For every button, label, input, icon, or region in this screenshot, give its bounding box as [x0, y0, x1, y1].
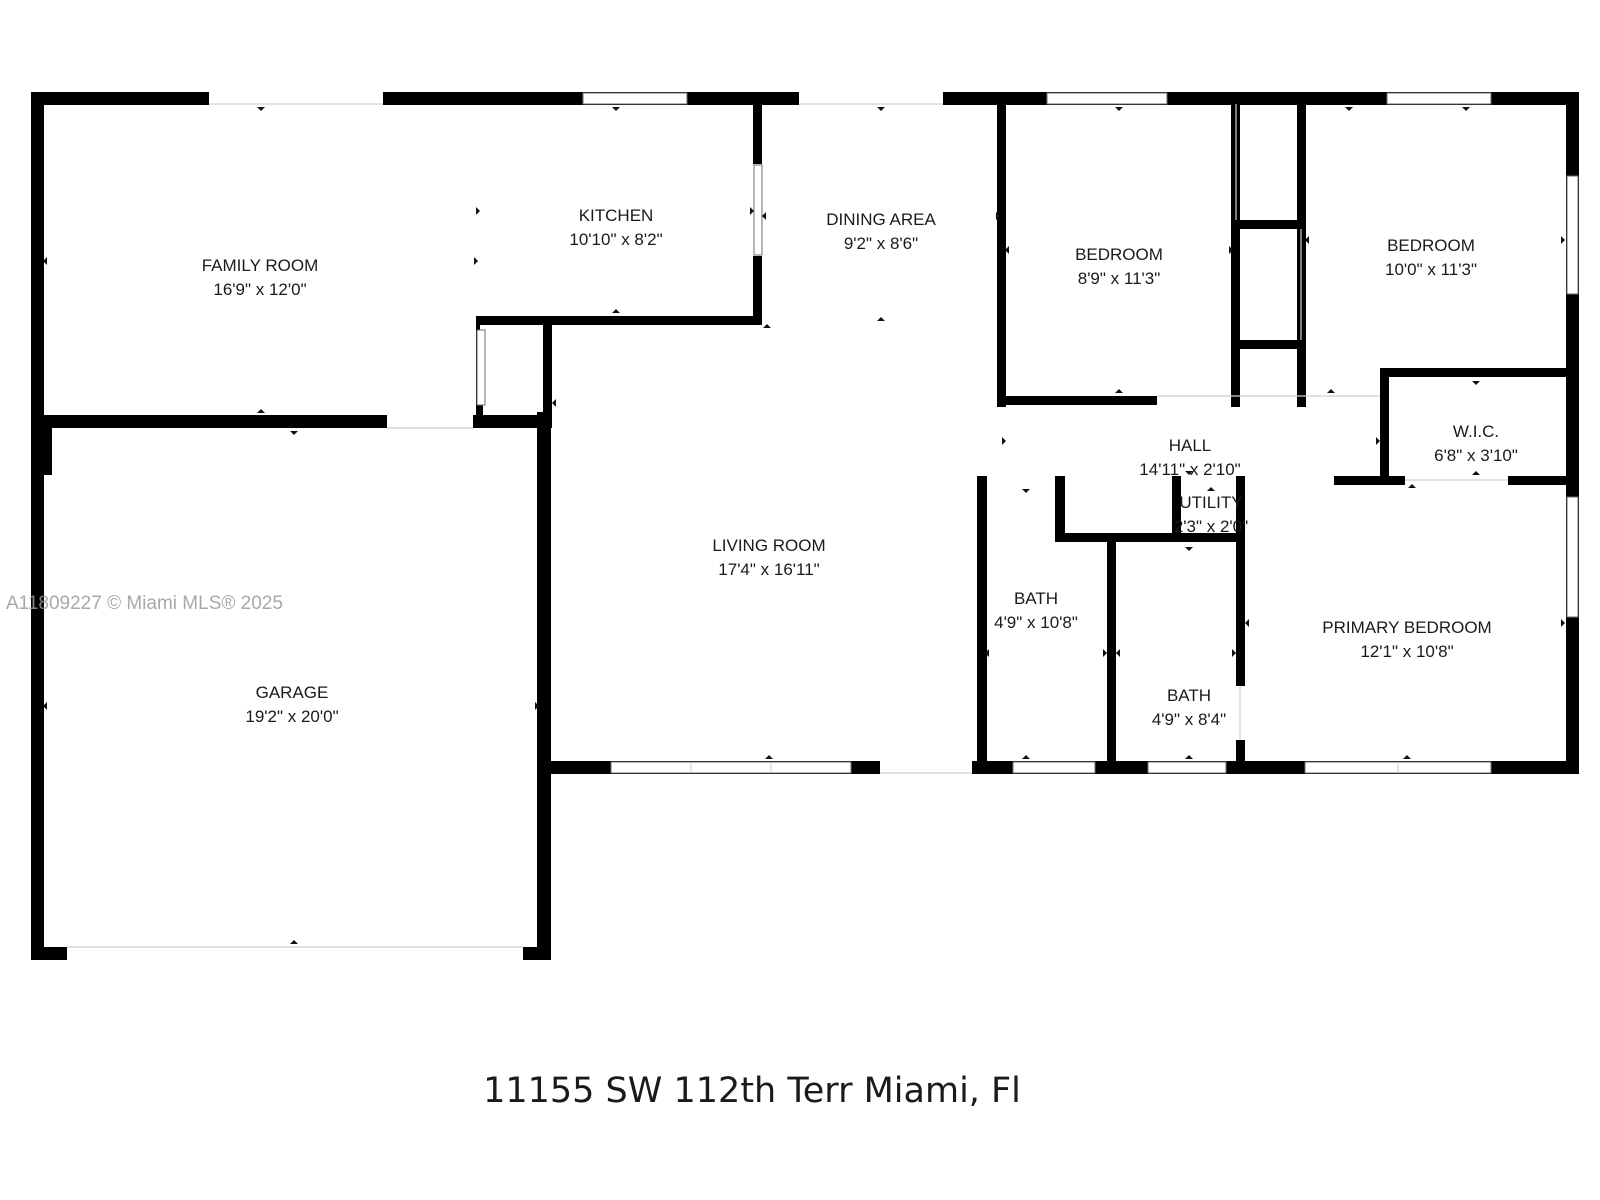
dimension-marker: [1002, 437, 1006, 445]
window: [476, 329, 486, 406]
dimension-marker: [1245, 619, 1249, 627]
room-dims-kitchen: 10'10" x 8'2": [569, 230, 662, 249]
dimension-marker: [1408, 484, 1416, 488]
watermark: A11809227 © Miami MLS® 2025: [6, 593, 283, 614]
room-dims-bath-1: 4'9" x 10'8": [994, 613, 1078, 632]
room-name-dining-area: DINING AREA: [826, 210, 936, 229]
dimension-marker: [1185, 471, 1193, 475]
room-name-wic: W.I.C.: [1453, 422, 1499, 441]
room-dims-hall: 14'11" x 2'10": [1139, 460, 1240, 479]
dimension-marker: [612, 107, 620, 111]
dimension-marker: [1185, 755, 1193, 759]
room-dims-wic: 6'8" x 3'10": [1434, 446, 1518, 465]
dimension-marker: [612, 309, 620, 313]
dimension-marker: [1022, 489, 1030, 493]
window: [1386, 92, 1492, 105]
room-dims-garage: 19'2" x 20'0": [245, 707, 338, 726]
dimension-marker: [1462, 107, 1470, 111]
dimension-marker: [985, 649, 989, 657]
room-dims-living-room: 17'4" x 16'11": [718, 560, 819, 579]
window: [1566, 496, 1579, 618]
dimension-marker: [476, 207, 480, 215]
dimension-marker: [257, 107, 265, 111]
dimension-marker: [1207, 487, 1215, 491]
window: [753, 164, 763, 256]
room-dims-dining-area: 9'2" x 8'6": [844, 234, 918, 253]
window: [582, 92, 688, 105]
room-dims-family-room: 16'9" x 12'0": [213, 280, 306, 299]
window: [1012, 761, 1096, 774]
dimension-marker: [257, 409, 265, 413]
dimension-marker: [290, 940, 298, 944]
room-name-utility: UTILITY: [1179, 493, 1242, 512]
room-name-bath-1: BATH: [1014, 589, 1058, 608]
dimension-marker: [1022, 755, 1030, 759]
dimension-marker: [1232, 649, 1236, 657]
room-name-hall: HALL: [1169, 436, 1212, 455]
property-address: 11155 SW 112th Terr Miami, Fl: [483, 1071, 1021, 1111]
room-name-kitchen: KITCHEN: [579, 206, 654, 225]
windows: [476, 92, 1579, 774]
dimension-marker: [474, 257, 478, 265]
window: [1147, 761, 1227, 774]
dimension-marker: [43, 257, 47, 265]
room-dims-bath-2: 4'9" x 8'4": [1152, 710, 1226, 729]
dimension-marker: [1305, 236, 1309, 244]
room-name-bedroom-1: BEDROOM: [1075, 245, 1163, 264]
room-name-garage: GARAGE: [256, 683, 329, 702]
dimension-marker: [1185, 547, 1193, 551]
dimension-marker: [1403, 755, 1411, 759]
dimension-marker: [1376, 437, 1380, 445]
window: [610, 761, 852, 774]
window: [1046, 92, 1168, 105]
room-name-bath-2: BATH: [1167, 686, 1211, 705]
dimension-marker: [1005, 246, 1009, 254]
dimension-marker: [1115, 107, 1123, 111]
room-dims-bedroom-2: 10'0" x 11'3": [1385, 260, 1477, 279]
dimension-marker: [1229, 246, 1233, 254]
dimension-marker: [877, 107, 885, 111]
room-name-primary-bedroom: PRIMARY BEDROOM: [1322, 618, 1491, 637]
dimension-marker: [1472, 471, 1480, 475]
dimension-marker: [1561, 236, 1565, 244]
dimension-marker: [1345, 107, 1353, 111]
room-dims-bedroom-1: 8'9" x 11'3": [1078, 269, 1161, 288]
dimension-marker: [43, 702, 47, 710]
measurement-markers: [43, 107, 1565, 944]
room-name-bedroom-2: BEDROOM: [1387, 236, 1475, 255]
dimension-marker: [1115, 389, 1123, 393]
room-dims-primary-bedroom: 12'1" x 10'8": [1360, 642, 1453, 661]
walls: [31, 92, 1579, 960]
room-name-family-room: FAMILY ROOM: [202, 256, 319, 275]
dimension-marker: [996, 212, 1000, 220]
dimension-marker: [877, 317, 885, 321]
dimension-marker: [765, 755, 773, 759]
dimension-marker: [535, 702, 539, 710]
openings: [67, 103, 1508, 948]
window: [1566, 175, 1579, 295]
room-labels: FAMILY ROOM 16'9" x 12'0" KITCHEN 10'10"…: [202, 206, 1518, 729]
dimension-marker: [290, 431, 298, 435]
dimension-marker: [1103, 649, 1107, 657]
room-dims-utility: 2'3" x 2'0": [1174, 517, 1248, 536]
room-name-living-room: LIVING ROOM: [712, 536, 825, 555]
dimension-marker: [763, 324, 771, 328]
dimension-marker: [1472, 381, 1480, 385]
dimension-marker: [552, 399, 556, 407]
dimension-marker: [1327, 389, 1335, 393]
dimension-marker: [1561, 619, 1565, 627]
dimension-marker: [1116, 649, 1120, 657]
dimension-marker: [762, 212, 766, 220]
dimension-marker: [750, 207, 754, 215]
